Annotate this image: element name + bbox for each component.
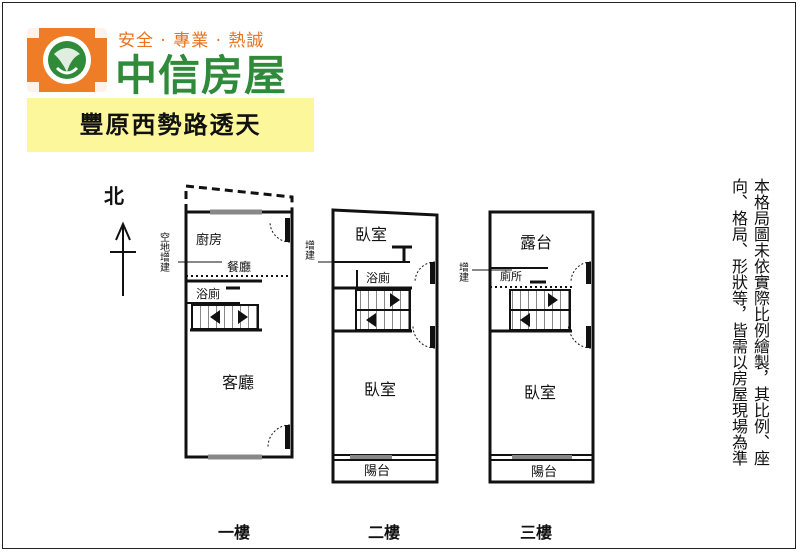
floor-2-bath: 浴廁 [366,270,390,285]
floor-2-annex-note: 增建 [303,239,315,260]
floor-1-plan [178,184,294,460]
floor-3-bedroom-main: 臥室 [524,383,556,402]
floor-3-annex-note: 增建 [457,261,469,282]
floor-3-terrace: 露台 [520,233,552,252]
floor-1-annex-note: 空地增建 [158,231,170,272]
floor-3-balcony: 陽台 [531,465,557,480]
floor-3-label: 三樓 [520,523,552,542]
disclaimer-line-2: 向、格局、形狀等，皆需以房屋現場為準 [729,178,748,466]
north-arrow-icon [110,221,136,296]
logo-globe-icon [27,28,107,92]
disclaimer-line-1: 本格局圖未依實際比例繪製，其比例、座 [751,178,770,466]
floor-2-plan [318,208,439,484]
floor-2-label: 二樓 [368,523,400,542]
floor-1-bath: 浴廁 [196,286,220,301]
floor-2-bedroom-main: 臥室 [364,380,396,399]
floor-1-living: 客廳 [222,373,254,392]
floor-3-toilet: 廁所 [500,269,522,283]
title-banner: 豐原西勢路透天 [27,98,314,152]
floor-3-plan [472,210,595,484]
logo-mark [27,28,107,92]
floor-1-dining: 餐廳 [227,259,251,274]
floor-1-label: 一樓 [218,523,250,542]
compass-label: 北 [104,184,124,208]
page-title: 豐原西勢路透天 [79,110,262,139]
floor-2-balcony: 陽台 [364,464,390,479]
brand-tagline: 安全 · 專業 · 熱誠 [118,31,265,51]
brand-name: 中信房屋 [115,51,288,100]
floor-1-kitchen: 廚房 [196,232,222,248]
floor-2-bedroom-top: 臥室 [355,225,387,244]
